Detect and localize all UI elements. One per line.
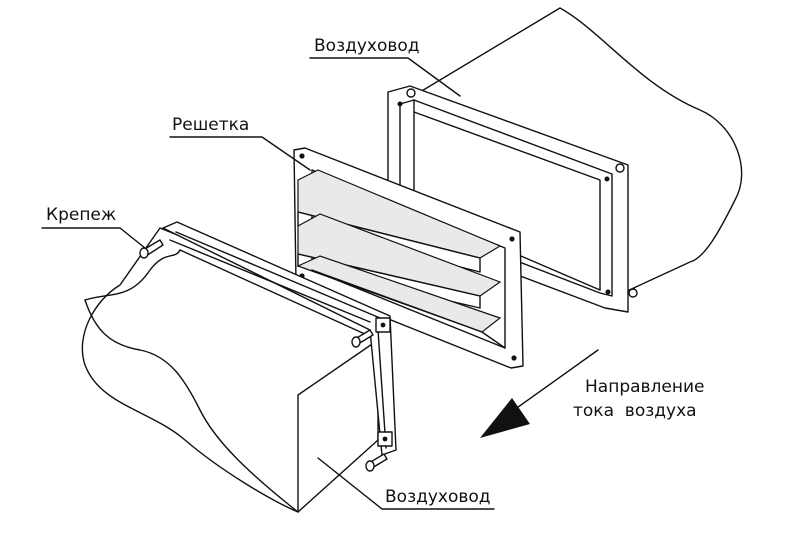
lower-duct-label: Воздуховод bbox=[385, 487, 491, 507]
arrow-down-left-icon bbox=[480, 349, 599, 438]
upper-duct-flange bbox=[387, 85, 638, 313]
airflow-label-line2: тока воздуха bbox=[573, 401, 697, 421]
bolt-icon bbox=[406, 88, 416, 98]
lower-duct bbox=[81, 227, 379, 513]
lower-duct-flange bbox=[162, 221, 397, 456]
airflow-label-line1: Направление bbox=[585, 377, 705, 397]
leader-lines bbox=[41, 57, 495, 510]
fastener-label: Крепеж bbox=[46, 205, 116, 225]
bolt-icon bbox=[628, 288, 638, 298]
fastener-bolt-middle bbox=[351, 329, 374, 348]
grille bbox=[293, 147, 524, 369]
upper-duct-label: Воздуховод bbox=[314, 36, 420, 56]
fastener-bolt-bottom bbox=[365, 453, 388, 472]
grille-label: Решетка bbox=[172, 115, 249, 135]
bolt-icon bbox=[615, 163, 625, 173]
fastener-bolt-left bbox=[139, 239, 164, 259]
